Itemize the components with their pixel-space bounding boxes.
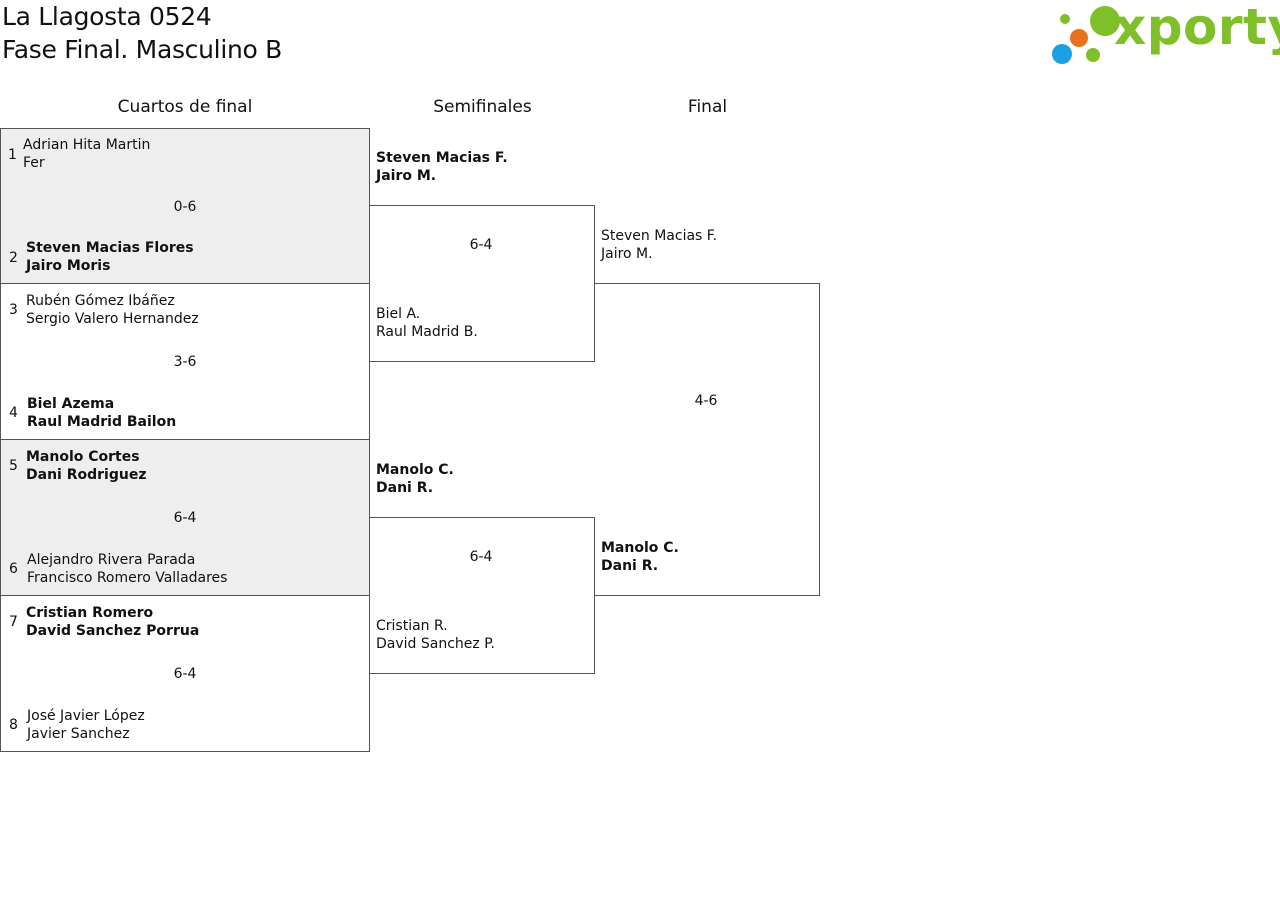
semifinal-2-winning-team: Manolo C. Dani R. bbox=[376, 461, 454, 497]
logo-dot-orange bbox=[1070, 29, 1088, 47]
match-score: 0-6 bbox=[173, 199, 197, 215]
round-heading-quarterfinals: Cuartos de final bbox=[117, 97, 253, 117]
player-name: José Javier López bbox=[27, 708, 145, 724]
player-name: Sergio Valero Hernandez bbox=[26, 311, 199, 327]
player-name: David Sanchez Porrua bbox=[26, 623, 200, 639]
player-name: Manolo Cortes bbox=[26, 449, 140, 465]
seed-number: 3 bbox=[9, 302, 18, 318]
xporty-logo: xporty bbox=[1050, 0, 1280, 68]
seed-number: 1 bbox=[8, 147, 17, 163]
semifinal-1-winning-team: Steven Macias F. Jairo M. bbox=[376, 149, 508, 185]
seed-number: 6 bbox=[9, 561, 18, 577]
seed-number: 5 bbox=[9, 458, 18, 474]
player-name: Cristian Romero bbox=[26, 605, 154, 621]
match-score: 6-4 bbox=[173, 510, 197, 526]
final-match: 4-6 Manolo C. Dani R. bbox=[594, 283, 820, 596]
team-name: Alejandro Rivera Parada Francisco Romero… bbox=[27, 551, 227, 587]
player-name: Dani R. bbox=[601, 558, 659, 574]
logo-text: xporty bbox=[1114, 0, 1280, 56]
player-name: Raul Madrid Bailon bbox=[27, 414, 177, 430]
player-name: Adrian Hita Martin bbox=[23, 137, 151, 153]
seed-number: 7 bbox=[9, 614, 18, 630]
player-name: Francisco Romero Valladares bbox=[27, 570, 228, 586]
match-score: 6-4 bbox=[469, 237, 493, 253]
player-name: Steven Macias F. bbox=[601, 228, 718, 244]
player-name: Biel Azema bbox=[27, 396, 115, 412]
player-name: Raul Madrid B. bbox=[376, 324, 478, 340]
player-name: Jairo M. bbox=[376, 168, 437, 184]
player-name: Jairo Moris bbox=[26, 258, 111, 274]
seed-number: 4 bbox=[9, 405, 18, 421]
quarterfinal-match-2: 3 Rubén Gómez Ibáñez Sergio Valero Herna… bbox=[0, 283, 370, 440]
round-heading-final: Final bbox=[687, 97, 728, 117]
match-score: 6-4 bbox=[173, 666, 197, 682]
quarterfinal-match-1: 1 Adrian Hita Martin Fer 0-6 2 Steven Ma… bbox=[0, 128, 370, 284]
quarterfinal-match-4: 7 Cristian Romero David Sanchez Porrua 6… bbox=[0, 595, 370, 752]
team-name: Rubén Gómez Ibáñez Sergio Valero Hernand… bbox=[26, 292, 199, 328]
team-name: Adrian Hita Martin Fer bbox=[23, 136, 150, 172]
player-name: Jairo M. bbox=[601, 246, 653, 262]
player-name: Steven Macias Flores bbox=[26, 240, 194, 256]
player-name: Dani R. bbox=[376, 480, 434, 496]
player-name: Steven Macias F. bbox=[376, 150, 508, 166]
final-team-a: Steven Macias F. Jairo M. bbox=[601, 227, 717, 263]
final-winning-team: Manolo C. Dani R. bbox=[601, 539, 679, 575]
player-name: Dani Rodriguez bbox=[26, 467, 147, 483]
match-score: 6-4 bbox=[469, 549, 493, 565]
player-name: Manolo C. bbox=[601, 540, 679, 556]
semifinal-match-2: 6-4 Cristian R. David Sanchez P. bbox=[369, 517, 595, 674]
winning-team-name: Cristian Romero David Sanchez Porrua bbox=[26, 604, 199, 640]
player-name: Cristian R. bbox=[376, 618, 448, 634]
player-name: Biel A. bbox=[376, 306, 421, 322]
player-name: Fer bbox=[23, 155, 45, 171]
logo-dot-blue bbox=[1052, 44, 1072, 64]
player-name: Javier Sanchez bbox=[27, 726, 130, 742]
phase-title: Fase Final. Masculino B bbox=[2, 35, 283, 64]
match-score: 4-6 bbox=[694, 393, 718, 409]
seed-number: 2 bbox=[9, 250, 18, 266]
round-heading-semifinals: Semifinales bbox=[433, 97, 532, 117]
player-name: Rubén Gómez Ibáñez bbox=[26, 293, 175, 309]
winning-team-name: Steven Macias Flores Jairo Moris bbox=[26, 239, 194, 275]
seed-number: 8 bbox=[9, 717, 18, 733]
logo-dot-green bbox=[1090, 6, 1120, 36]
quarterfinal-match-3: 5 Manolo Cortes Dani Rodriguez 6-4 6 Ale… bbox=[0, 439, 370, 596]
team-name: José Javier López Javier Sanchez bbox=[27, 707, 145, 743]
tournament-title: La Llagosta 0524 bbox=[2, 2, 212, 31]
player-name: Manolo C. bbox=[376, 462, 454, 478]
logo-dot-green-small bbox=[1060, 14, 1070, 24]
winning-team-name: Biel Azema Raul Madrid Bailon bbox=[27, 395, 176, 431]
match-score: 3-6 bbox=[173, 354, 197, 370]
player-name: Alejandro Rivera Parada bbox=[27, 552, 196, 568]
winning-team-name: Manolo Cortes Dani Rodriguez bbox=[26, 448, 146, 484]
player-name: David Sanchez P. bbox=[376, 636, 495, 652]
team-name: Cristian R. David Sanchez P. bbox=[376, 617, 495, 653]
logo-dot-green-bottom bbox=[1086, 48, 1100, 62]
team-name: Biel A. Raul Madrid B. bbox=[376, 305, 478, 341]
semifinal-match-1: 6-4 Biel A. Raul Madrid B. bbox=[369, 205, 595, 362]
